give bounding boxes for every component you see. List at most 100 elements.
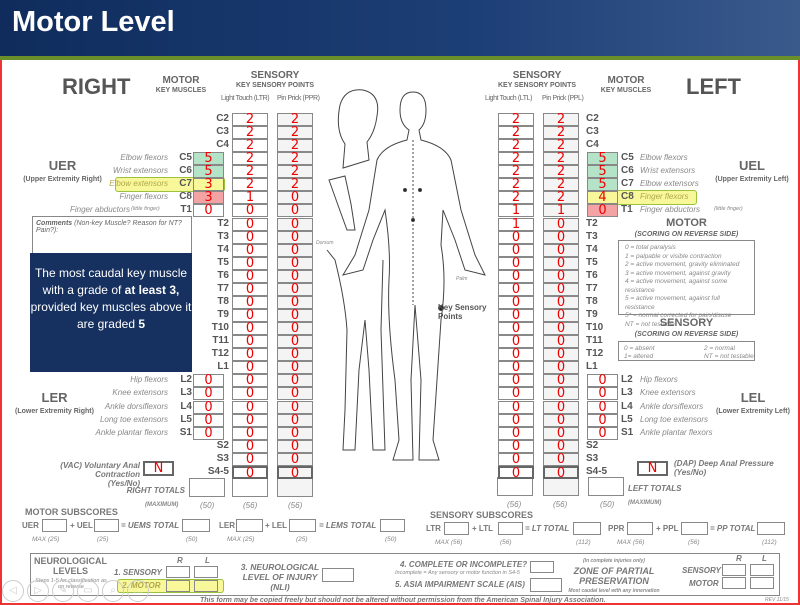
pen-button[interactable]: ✎ xyxy=(52,580,74,602)
left-pin-prick-cell[interactable]: 2 xyxy=(543,113,579,126)
left-pin-prick-cell[interactable]: 0 xyxy=(543,230,579,244)
left-light-touch-cell[interactable]: 0 xyxy=(498,374,534,388)
right-pin-prick-cell[interactable]: 0 xyxy=(277,452,313,466)
ltl-input[interactable] xyxy=(498,522,523,535)
left-motor-cell[interactable]: 0 xyxy=(587,387,618,401)
previous-slide-button[interactable]: ◁ xyxy=(2,580,24,602)
right-motor-cell[interactable]: 0 xyxy=(193,204,224,218)
ais-input[interactable] xyxy=(530,578,562,592)
left-light-touch-cell[interactable]: 2 xyxy=(498,178,534,192)
left-motor-cell[interactable]: 4 xyxy=(587,191,618,205)
right-pin-prick-cell[interactable]: 0 xyxy=(277,282,313,296)
left-pin-prick-cell[interactable]: 0 xyxy=(543,335,579,349)
comments-box[interactable]: Comments (Non-key Muscle? Reason for NT?… xyxy=(32,216,192,254)
nli-input[interactable] xyxy=(322,568,354,582)
left-pin-prick-cell[interactable]: 2 xyxy=(543,126,579,140)
zpp-sensory-l[interactable] xyxy=(750,564,774,576)
left-motor-cell[interactable]: 0 xyxy=(587,400,618,414)
right-pin-prick-cell[interactable]: 2 xyxy=(277,152,313,166)
left-light-touch-cell[interactable]: 0 xyxy=(498,348,534,362)
left-light-touch-cell[interactable]: 2 xyxy=(498,191,534,205)
left-light-touch-cell[interactable]: 0 xyxy=(498,413,534,427)
left-pin-prick-cell[interactable]: 2 xyxy=(543,165,579,179)
left-light-touch-cell[interactable]: 0 xyxy=(498,452,534,466)
left-pin-prick-cell[interactable]: 1 xyxy=(543,204,579,218)
right-light-touch-cell[interactable]: 0 xyxy=(232,452,268,466)
left-pin-prick-cell[interactable]: 0 xyxy=(543,256,579,270)
right-light-touch-cell[interactable]: 0 xyxy=(232,426,268,440)
left-light-touch-cell[interactable]: 0 xyxy=(498,230,534,244)
right-light-touch-cell[interactable]: 0 xyxy=(232,374,268,388)
more-button[interactable]: … xyxy=(127,580,149,602)
right-motor-cell[interactable]: 3 xyxy=(193,191,224,205)
right-light-touch-cell[interactable]: 1 xyxy=(232,191,268,205)
left-light-touch-cell[interactable]: 0 xyxy=(498,256,534,270)
right-pin-prick-cell[interactable]: 0 xyxy=(277,348,313,362)
left-motor-cell[interactable]: 0 xyxy=(587,413,618,427)
left-light-touch-cell[interactable]: 0 xyxy=(498,243,534,257)
right-motor-cell[interactable]: 5 xyxy=(193,165,224,179)
right-pin-prick-cell[interactable]: 0 xyxy=(277,269,313,283)
ler-input[interactable] xyxy=(236,519,263,532)
left-pin-prick-cell[interactable]: 0 xyxy=(543,413,579,427)
pp-total-input[interactable] xyxy=(757,522,785,535)
left-pin-prick-cell[interactable]: 0 xyxy=(543,322,579,336)
left-motor-cell[interactable]: 5 xyxy=(587,165,618,179)
left-light-touch-cell[interactable]: 2 xyxy=(498,165,534,179)
left-pin-prick-cell[interactable]: 0 xyxy=(543,243,579,257)
right-pin-prick-cell[interactable]: 0 xyxy=(277,335,313,349)
right-light-touch-cell[interactable]: 0 xyxy=(232,348,268,362)
right-motor-cell[interactable]: 0 xyxy=(193,387,224,401)
left-motor-total[interactable] xyxy=(588,477,624,496)
left-light-touch-cell[interactable]: 0 xyxy=(498,387,534,401)
left-pin-prick-cell[interactable]: 0 xyxy=(543,309,579,323)
right-pin-prick-cell[interactable]: 2 xyxy=(277,139,313,153)
uems-input[interactable] xyxy=(182,519,210,532)
left-light-touch-cell[interactable]: 2 xyxy=(498,126,534,140)
slides-button[interactable]: ▭ xyxy=(77,580,99,602)
right-light-touch-cell[interactable]: 0 xyxy=(232,465,268,480)
right-pin-prick-cell[interactable]: 0 xyxy=(277,230,313,244)
right-motor-cell[interactable]: 0 xyxy=(193,400,224,414)
right-light-touch-cell[interactable]: 2 xyxy=(232,126,268,140)
left-motor-cell[interactable]: 5 xyxy=(587,178,618,192)
left-pin-prick-cell[interactable]: 2 xyxy=(543,139,579,153)
right-motor-cell[interactable]: 3 xyxy=(193,178,224,192)
left-pin-prick-cell[interactable]: 0 xyxy=(543,361,579,375)
left-pin-prick-cell[interactable]: 2 xyxy=(543,178,579,192)
right-pin-prick-cell[interactable]: 2 xyxy=(277,126,313,140)
right-light-touch-cell[interactable]: 2 xyxy=(232,139,268,153)
left-light-touch-cell[interactable]: 2 xyxy=(498,139,534,153)
right-pin-prick-cell[interactable]: 0 xyxy=(277,309,313,323)
right-pin-prick-cell[interactable]: 0 xyxy=(277,439,313,453)
right-light-touch-cell[interactable]: 0 xyxy=(232,335,268,349)
right-pin-prick-cell[interactable]: 2 xyxy=(277,165,313,179)
sensory-l-input[interactable] xyxy=(194,566,218,578)
ppr-input[interactable] xyxy=(627,522,653,535)
right-pin-prick-cell[interactable]: 0 xyxy=(277,295,313,309)
right-light-touch-cell[interactable]: 0 xyxy=(232,204,268,218)
left-pin-prick-cell[interactable]: 0 xyxy=(543,439,579,453)
right-pin-prick-cell[interactable]: 0 xyxy=(277,465,313,480)
left-pin-prick-cell[interactable]: 0 xyxy=(543,387,579,401)
right-light-touch-cell[interactable]: 2 xyxy=(232,178,268,192)
right-pin-prick-cell[interactable]: 0 xyxy=(277,243,313,257)
right-light-touch-cell[interactable]: 2 xyxy=(232,165,268,179)
right-light-touch-cell[interactable]: 0 xyxy=(232,439,268,453)
zoom-button[interactable]: ⌕ xyxy=(102,580,124,602)
left-light-touch-cell[interactable]: 0 xyxy=(498,361,534,375)
left-light-touch-cell[interactable]: 0 xyxy=(498,426,534,440)
right-pin-prick-cell[interactable]: 0 xyxy=(277,426,313,440)
left-light-touch-cell[interactable]: 0 xyxy=(498,322,534,336)
right-light-touch-cell[interactable]: 0 xyxy=(232,387,268,401)
left-light-touch-cell[interactable]: 0 xyxy=(498,309,534,323)
right-motor-cell[interactable]: 0 xyxy=(193,413,224,427)
left-motor-cell[interactable]: 5 xyxy=(587,152,618,166)
left-light-touch-cell[interactable]: 0 xyxy=(498,400,534,414)
next-slide-button[interactable]: ▷ xyxy=(27,580,49,602)
right-light-touch-cell[interactable]: 2 xyxy=(232,152,268,166)
right-light-touch-cell[interactable]: 0 xyxy=(232,361,268,375)
left-light-touch-cell[interactable]: 0 xyxy=(498,269,534,283)
vac-input[interactable]: N xyxy=(143,461,174,476)
left-motor-cell[interactable]: 0 xyxy=(587,426,618,440)
